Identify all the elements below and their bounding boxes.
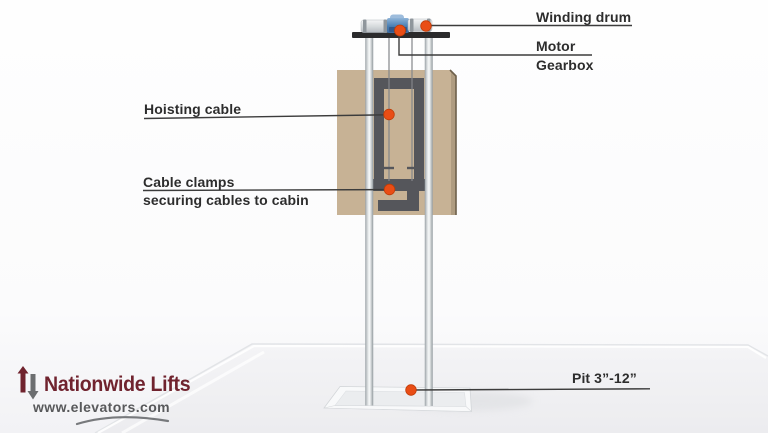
pit-frame-inner: [334, 390, 467, 407]
drum-flange: [383, 19, 387, 33]
leader-lines: [142, 24, 651, 391]
down-arrow: [27, 374, 39, 400]
cabin: [337, 69, 457, 215]
label-cable-clamps-line1: Cable clamps: [143, 174, 235, 190]
label-motor: Motor: [536, 38, 576, 54]
marker-dot-hoisting-cable: [383, 108, 395, 121]
sling-block: [407, 191, 419, 200]
marker-dot-motor: [394, 24, 406, 37]
sling-top-bar: [374, 78, 424, 89]
logo-website: www.elevators.com: [33, 399, 170, 415]
sling-right-bar: [414, 78, 424, 179]
sling-left-bar: [374, 78, 384, 179]
cabin-box: [337, 70, 456, 215]
floor-back-edge: [94, 343, 768, 433]
label-winding-drum: Winding drum: [536, 9, 632, 25]
marker-dot-cable-clamps: [383, 183, 396, 196]
rail-right: [424, 35, 433, 409]
floor-edge-highlight: [97, 344, 767, 433]
leader-motor-gearbox: [398, 33, 592, 56]
pit-front-bar: [323, 405, 473, 412]
label-gearbox: Gearbox: [536, 57, 594, 73]
cabin-platform: [378, 200, 419, 211]
logo-name: Nationwide Lifts: [44, 373, 191, 396]
marker-dot-winding-drum: [420, 20, 432, 32]
label-pit: Pit 3”-12”: [572, 370, 637, 386]
cabin-edge-line: [449, 69, 457, 215]
label-cable-clamps-line2: securing cables to cabin: [143, 192, 309, 208]
leader-pit: [411, 388, 651, 391]
leader-cable-clamps: [142, 188, 388, 192]
winding-drum-left: [360, 19, 390, 33]
up-arrow: [17, 366, 29, 393]
rail-left: [365, 35, 374, 408]
cabin-right-face: [451, 71, 456, 215]
logo-nationwide-lifts: Nationwide Lifts www.elevators.com: [16, 360, 226, 432]
floor-corner-bevel: [121, 350, 265, 433]
swoosh-path: [75, 416, 170, 426]
label-hoisting-cable: Hoisting cable: [144, 101, 242, 117]
up-down-arrows-icon: [17, 366, 39, 400]
drum-flange: [363, 19, 367, 33]
leader-hoisting-cable: [143, 114, 388, 120]
marker-dots: [383, 20, 432, 396]
swoosh-underline: [75, 416, 170, 426]
marker-dot-pit: [405, 384, 417, 396]
drum-flange: [410, 18, 414, 32]
